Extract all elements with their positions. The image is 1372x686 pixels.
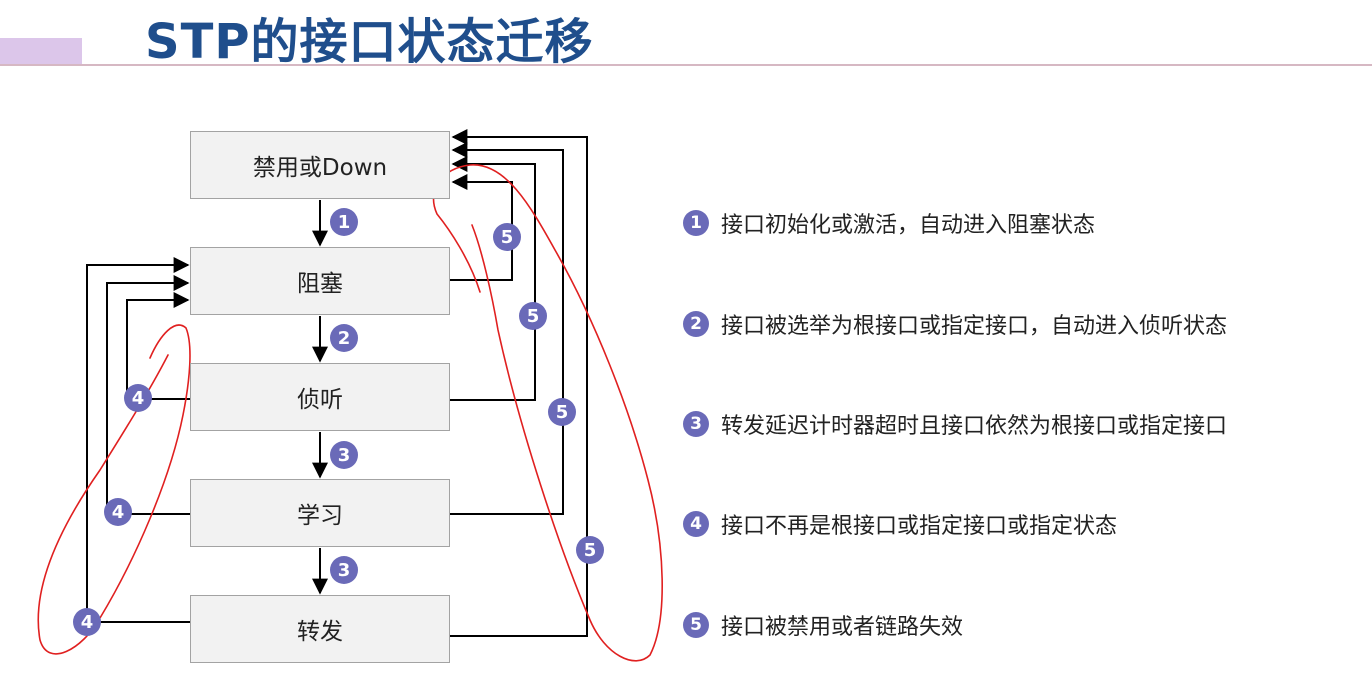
badge-transition-5b: 5 — [519, 302, 547, 330]
state-blocking: 阻塞 — [190, 247, 450, 315]
badge-transition-5c: 5 — [548, 398, 576, 426]
legend-item-4: 4 接口不再是根接口或指定接口或指定状态 — [683, 508, 1117, 540]
page-title: STP的接口状态迁移 — [145, 14, 594, 70]
badge-transition-5a: 5 — [493, 223, 521, 251]
state-disabled: 禁用或Down — [190, 131, 450, 199]
legend-badge: 5 — [683, 612, 709, 638]
legend-text: 接口被禁用或者链路失效 — [721, 615, 964, 640]
legend-item-1: 1 接口初始化或激活，自动进入阻塞状态 — [683, 207, 1095, 239]
title-accent-bar — [0, 38, 82, 65]
badge-transition-5d: 5 — [576, 536, 604, 564]
legend-badge: 4 — [683, 511, 709, 537]
loop4-forwarding-to-blocking — [86, 257, 190, 623]
badge-transition-2: 2 — [330, 324, 358, 352]
loop4-learning-to-blocking — [106, 275, 190, 515]
legend-text: 接口不再是根接口或指定接口或指定状态 — [721, 514, 1118, 539]
badge-transition-4a: 4 — [124, 384, 152, 412]
badge-transition-3a: 3 — [330, 441, 358, 469]
legend-item-3: 3 转发延迟计时器超时且接口依然为根接口或指定接口 — [683, 408, 1227, 440]
badge-transition-3b: 3 — [330, 556, 358, 584]
badge-transition-4b: 4 — [104, 498, 132, 526]
state-listening: 侦听 — [190, 363, 450, 431]
legend-badge: 2 — [683, 311, 709, 337]
state-learning: 学习 — [190, 479, 450, 547]
loop5-forwarding-to-disabled — [450, 129, 588, 637]
legend-item-2: 2 接口被选举为根接口或指定接口，自动进入侦听状态 — [683, 308, 1227, 340]
badge-transition-1: 1 — [330, 208, 358, 236]
state-forwarding: 转发 — [190, 595, 450, 663]
legend-badge: 1 — [683, 210, 709, 236]
loop5-listening-to-disabled — [450, 156, 536, 401]
annotation-left-loop — [37, 324, 191, 655]
badge-transition-4c: 4 — [73, 608, 101, 636]
loop5-learning-to-disabled — [450, 142, 564, 515]
loop4-listening-to-blocking — [126, 292, 190, 400]
legend-badge: 3 — [683, 411, 709, 437]
legend-text: 接口被选举为根接口或指定接口，自动进入侦听状态 — [721, 314, 1228, 339]
title-divider — [0, 64, 1372, 66]
legend-text: 接口初始化或激活，自动进入阻塞状态 — [721, 213, 1096, 238]
legend-text: 转发延迟计时器超时且接口依然为根接口或指定接口 — [721, 414, 1228, 439]
legend-item-5: 5 接口被禁用或者链路失效 — [683, 609, 963, 641]
